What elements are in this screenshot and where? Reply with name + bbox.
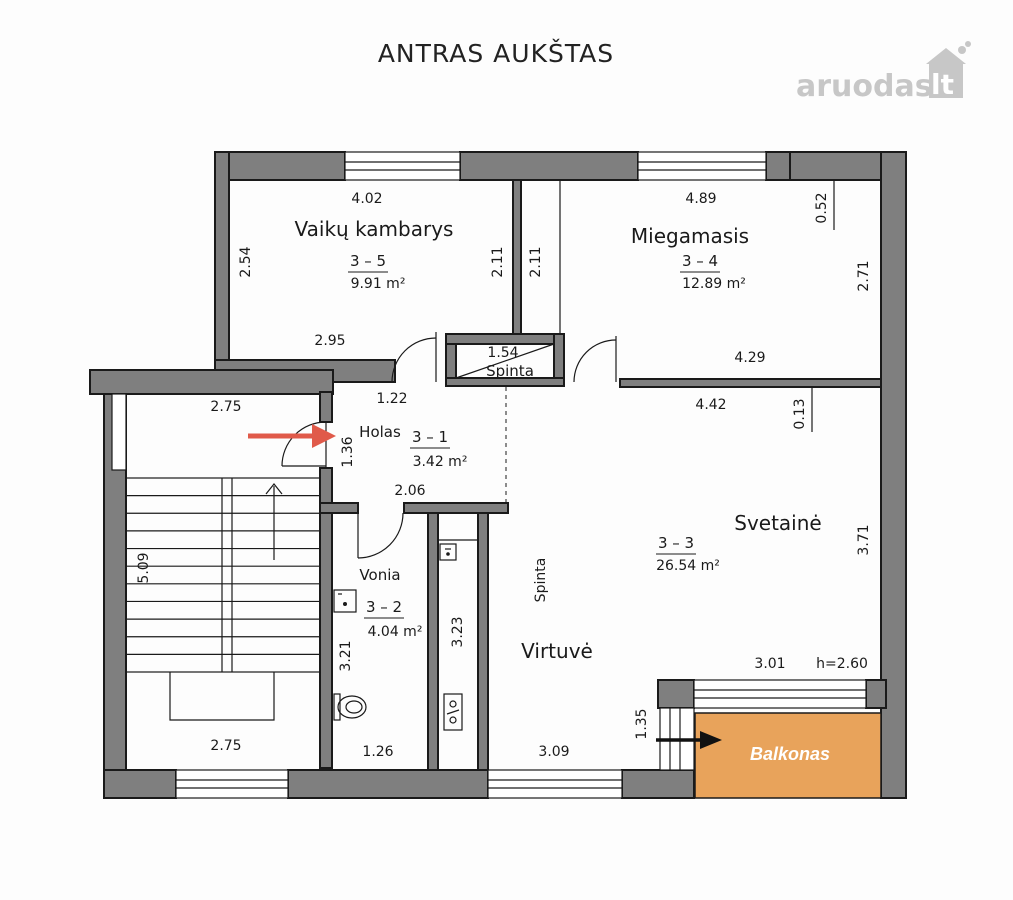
- dim-bed-bottom: 4.29: [734, 350, 765, 366]
- wall-top-middle: [459, 151, 639, 181]
- closet-top-label: Spinta: [486, 362, 534, 380]
- staircase: [125, 477, 321, 721]
- bath-code: 3 – 2: [366, 598, 402, 616]
- window-stair: [175, 769, 289, 799]
- watermark-suffix: lt: [931, 68, 954, 101]
- wall-kids-left: [214, 151, 230, 383]
- kids-room-code: 3 – 5: [350, 252, 386, 270]
- dim-bed-right: 2.71: [856, 260, 872, 291]
- stairs-direction-icon: [265, 483, 283, 495]
- wall-balcony-right: [865, 679, 887, 709]
- door-bath: [357, 512, 404, 559]
- hall-code: 3 – 1: [412, 428, 448, 446]
- ceiling-height-label: h=2.60: [816, 656, 868, 672]
- dim-hall-bottom: 2.06: [394, 483, 425, 499]
- window-stair-left: [111, 393, 127, 471]
- wall-bottom-right: [621, 769, 695, 799]
- dim-stair-bottom: 2.75: [210, 738, 241, 754]
- watermark-roof-icon: [926, 48, 966, 64]
- dim-living-niche: 0.13: [792, 398, 808, 429]
- wall-kids-bedroom: [512, 179, 522, 343]
- living-code: 3 – 3: [658, 534, 694, 552]
- bedroom-code: 3 – 4: [682, 252, 718, 270]
- dim-bed-niche: 0.52: [814, 192, 830, 223]
- closet-kitchen-label: Spinta: [533, 558, 549, 603]
- interior-lines: [438, 180, 835, 541]
- living-name: Svetainė: [734, 511, 821, 535]
- wall-counter: [477, 512, 489, 771]
- wall-balcony-pillar: [657, 679, 695, 709]
- door-bedroom: [573, 336, 617, 383]
- entry-arrow-icon: [248, 424, 336, 448]
- dim-living-right: 3.71: [856, 524, 872, 555]
- door-kids: [391, 332, 437, 383]
- dim-stair-side: 5.09: [136, 552, 152, 583]
- plan-title: ANTRAS AUKŠTAS: [378, 38, 614, 68]
- dim-bed-left: 2.11: [528, 246, 544, 277]
- dim-closet-width: 1.54: [487, 345, 518, 361]
- watermark-house-icon: [929, 62, 963, 98]
- wall-hall-left-upper: [319, 391, 333, 423]
- bedroom-name: Miegamasis: [631, 224, 749, 248]
- bath-name: Vonia: [359, 566, 400, 584]
- wall-closet-bottom: [445, 377, 565, 387]
- dimension-labels: 4.02 2.54 2.11 2.95 4.89 2.11 0.52 2.71 …: [136, 191, 872, 760]
- dim-kids-right: 2.11: [490, 246, 506, 277]
- wall-bottom-left: [103, 769, 177, 799]
- room-labels: Vaikų kambarys 3 – 5 9.91 m² Miegamasis …: [295, 217, 868, 764]
- window-kitchen: [487, 769, 623, 799]
- dim-kids-top: 4.02: [351, 191, 382, 207]
- dim-hall-left: 1.36: [340, 436, 356, 467]
- dim-kids-bottom: 2.95: [314, 333, 345, 349]
- dim-hall-top: 1.22: [376, 391, 407, 407]
- wall-right: [880, 151, 907, 799]
- doors: [281, 332, 617, 559]
- dim-balcony-side: 1.35: [634, 708, 650, 739]
- watermark-brand: aruodas: [796, 69, 933, 104]
- balcony-area: [694, 712, 882, 799]
- dim-kids-left: 2.54: [238, 246, 254, 277]
- dim-kitchen-bottom: 3.09: [538, 744, 569, 760]
- sink-icon: [333, 589, 357, 613]
- bath-area: 4.04 m²: [368, 624, 423, 640]
- dim-kitchen-wall: 3.23: [450, 616, 466, 647]
- dim-bed-top: 4.89: [685, 191, 716, 207]
- kitchen-name: Virtuvė: [521, 639, 593, 663]
- balcony-name: Balkonas: [750, 744, 830, 764]
- kids-room-area: 9.91 m²: [351, 276, 406, 292]
- walls: [89, 151, 907, 799]
- dim-bath-bottom: 1.26: [362, 744, 393, 760]
- wall-top-right-stub: [765, 151, 791, 181]
- wall-top-left: [214, 151, 346, 181]
- dim-bath-left: 3.21: [338, 640, 354, 671]
- bedroom-area: 12.89 m²: [682, 276, 746, 292]
- hall-name: Holas: [359, 423, 401, 441]
- balcony-arrow-icon: [656, 731, 722, 749]
- dim-stair-top: 2.75: [210, 399, 241, 415]
- wall-stair-top: [89, 369, 334, 395]
- kitchen-sink-icon: [439, 543, 457, 561]
- fixtures: [333, 543, 463, 731]
- closet-diagonal: [455, 343, 555, 379]
- dim-living-top: 4.42: [695, 397, 726, 413]
- window-kids: [344, 151, 461, 181]
- wall-bath-top-left: [319, 502, 359, 514]
- dim-living-bottom: 3.01: [754, 656, 785, 672]
- hall-area: 3.42 m²: [413, 454, 468, 470]
- kids-room-name: Vaikų kambarys: [295, 217, 454, 241]
- toilet-icon: [333, 693, 367, 721]
- aruodas-watermark: aruodas lt: [796, 41, 971, 104]
- stove-icon: [443, 693, 463, 731]
- living-area: 26.54 m²: [656, 558, 720, 574]
- window-balcony-door: [693, 679, 867, 709]
- window-bedroom: [637, 151, 767, 181]
- wall-bedroom-bottom: [619, 378, 882, 388]
- wall-bath-top-right: [403, 502, 509, 514]
- wall-bath-right: [427, 512, 439, 771]
- wall-bottom-mid: [287, 769, 489, 799]
- wall-closet-top: [445, 333, 565, 345]
